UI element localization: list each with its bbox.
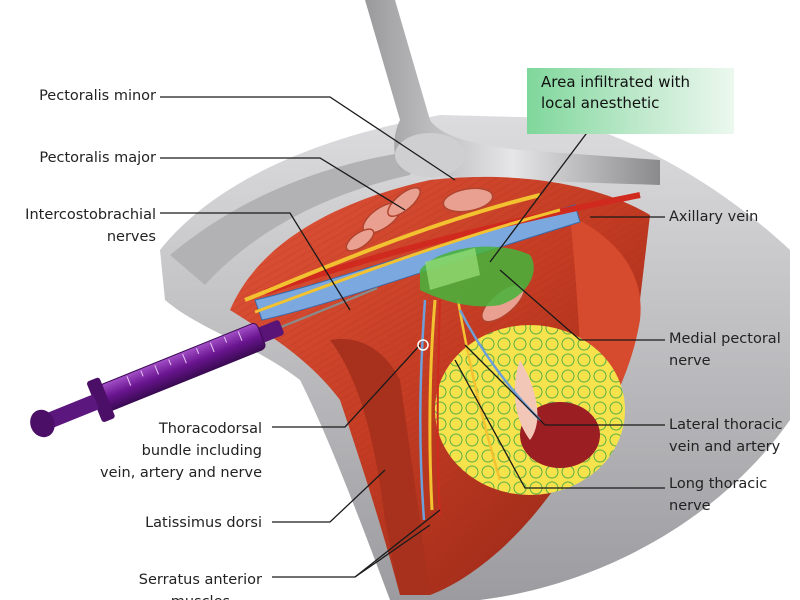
syringe-barrel — [99, 323, 266, 411]
anesthetic-callout-box — [527, 68, 734, 134]
label-pectoralis-minor: Pectoralis minor — [39, 88, 156, 104]
brachial-nerve-1 — [244, 193, 541, 302]
label-lateral-thoracic-line1: Lateral thoracic — [669, 417, 783, 433]
coracoid-process — [395, 133, 465, 177]
label-lateral-thoracic-line2: vein and artery — [669, 439, 781, 455]
thoracodorsal-nerve — [428, 299, 437, 511]
label-pectoralis-major: Pectoralis major — [39, 150, 156, 166]
leader-medial-pectoral — [499, 269, 665, 341]
leader-thoracodorsal — [272, 344, 421, 428]
label-lateral-thoracic: Lateral thoracic vein and artery — [669, 414, 783, 458]
syringe-needle — [279, 287, 378, 329]
callout-line-2: local anesthetic — [541, 94, 660, 112]
leader-lines — [160, 96, 665, 578]
leader-lateral-thoracic — [464, 344, 665, 426]
label-intercostobrachial: Intercostobrachial nerves — [25, 204, 156, 248]
label-long-thoracic-line2: nerve — [669, 498, 711, 514]
label-intercostobrachial-line1: Intercostobrachial — [25, 207, 156, 223]
leader-anesthetic — [489, 121, 596, 263]
label-thoracodorsal: Thoracodorsal bundle including vein, art… — [100, 418, 262, 484]
syringe-flange — [87, 377, 115, 422]
label-serratus-line2: muscles — [139, 591, 262, 600]
syringe-hub — [257, 320, 284, 343]
leader-pectoralis-minor — [160, 96, 456, 181]
syringe — [30, 287, 378, 438]
syringe-graduations — [126, 331, 243, 386]
label-medial-pectoral: Medial pectoral nerve — [669, 328, 781, 372]
label-thoracodorsal-line3: vein, artery and nerve — [99, 465, 262, 481]
pec-section-3 — [442, 187, 494, 213]
label-long-thoracic: Long thoracic nerve — [669, 473, 767, 517]
label-thoracodorsal-line2: bundle including — [141, 443, 262, 459]
pec-section-5 — [345, 228, 375, 252]
latissimus-dorsi-muscle — [330, 339, 430, 595]
label-medial-pectoral-line1: Medial pectoral — [669, 331, 781, 347]
thoracodorsal-vein — [419, 299, 427, 521]
syringe-plunger-cap — [30, 409, 55, 438]
label-serratus-anterior: Serratus anterior muscles — [139, 569, 262, 600]
leader-pectoralis-major — [160, 157, 406, 211]
leader-latissimus — [272, 469, 386, 523]
fat-pad-white-process — [514, 360, 538, 440]
leader-long-thoracic — [454, 359, 665, 489]
axillary-artery — [264, 192, 641, 295]
upper-skin-fold — [170, 150, 420, 285]
leader-serratus-2 — [354, 524, 431, 578]
brachial-nerve-2 — [254, 208, 561, 314]
thoracodorsal-marker — [417, 339, 429, 351]
syringe-plunger — [45, 395, 99, 428]
leader-intercostobrachial — [160, 212, 351, 311]
label-thoracodorsal-line1: Thoracodorsal — [158, 421, 262, 437]
label-latissimus-dorsi: Latissimus dorsi — [145, 515, 262, 531]
pec-section-2 — [387, 187, 421, 217]
thoracodorsal-artery — [436, 299, 441, 516]
anesthetic-highlight — [425, 248, 480, 290]
label-long-thoracic-line1: Long thoracic — [669, 476, 768, 492]
label-axillary-vein: Axillary vein — [669, 209, 759, 225]
anesthetic-callout-text: Area infiltrated with local anesthetic — [541, 72, 690, 114]
long-thoracic-nerve — [456, 299, 502, 481]
label-serratus-line1: Serratus anterior — [138, 572, 262, 588]
label-intercostobrachial-line2: nerves — [106, 229, 156, 245]
callout-line-1: Area infiltrated with — [541, 73, 691, 91]
label-medial-pectoral-line2: nerve — [669, 353, 711, 369]
axillary-vein-vessel — [254, 204, 581, 321]
